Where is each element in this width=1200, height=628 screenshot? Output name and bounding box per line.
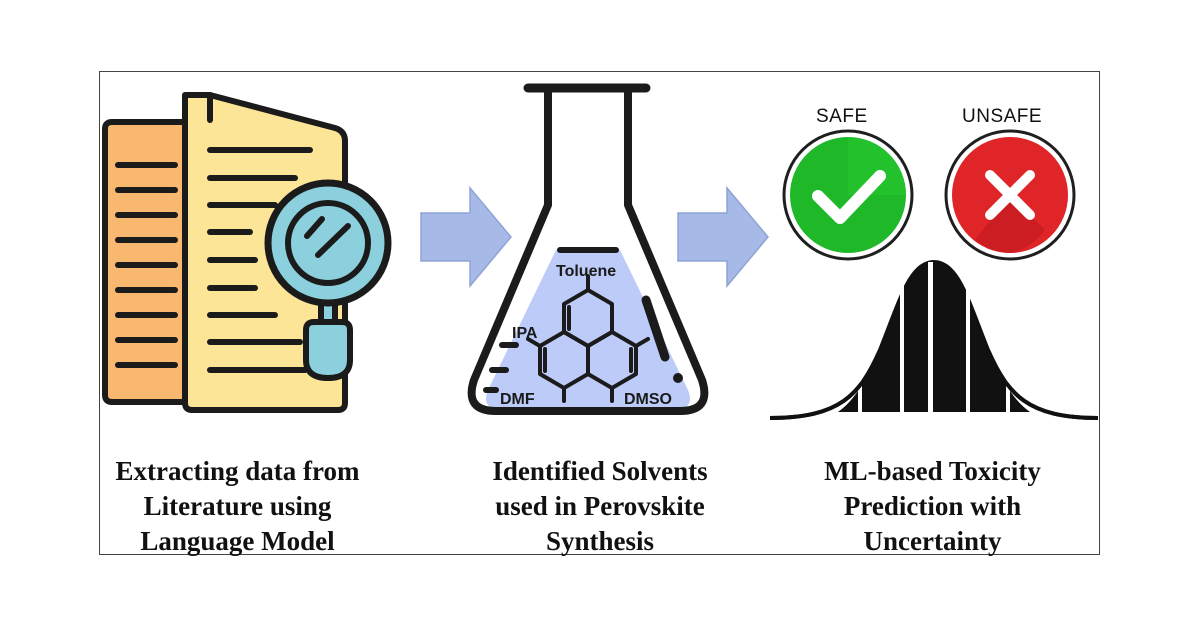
caption-solvents: Identified Solvents used in Perovskite S… [460,454,740,559]
molecule-structure [526,274,650,403]
caption-line: ML-based Toxicity [824,456,1041,486]
flask-liquid [485,250,691,408]
caption-line: used in Perovskite [495,491,705,521]
caption-line: Synthesis [545,526,655,556]
bell-fill [838,262,1030,412]
arrow-right-2 [677,185,769,289]
document-search-icon [102,92,392,413]
safe-label: SAFE [816,106,868,127]
caption-line: Extracting data from [115,456,360,486]
solvent-ipa: IPA [512,325,538,342]
arrow-right-1 [420,185,512,289]
bell-curve-icon [769,259,1099,420]
caption-line: Uncertainty [863,526,1002,556]
solvent-dmf: DMF [500,391,535,408]
solvent-dmso: DMSO [624,391,672,408]
flask-icon: Toluene IPA DMF DMSO [467,83,709,415]
check-icon [782,129,914,261]
caption-extracting: Extracting data from Literature using La… [100,454,375,559]
caption-toxicity: ML-based Toxicity Prediction with Uncert… [800,454,1065,559]
solvent-toluene: Toluene [556,263,616,280]
caption-line: Identified Solvents [492,456,708,486]
caption-line: Literature using [143,491,332,521]
cross-icon [944,129,1076,261]
caption-line: Language Model [140,526,335,556]
caption-line: Prediction with [843,491,1022,521]
magnifier-icon [264,179,392,381]
unsafe-label: UNSAFE [962,106,1043,127]
